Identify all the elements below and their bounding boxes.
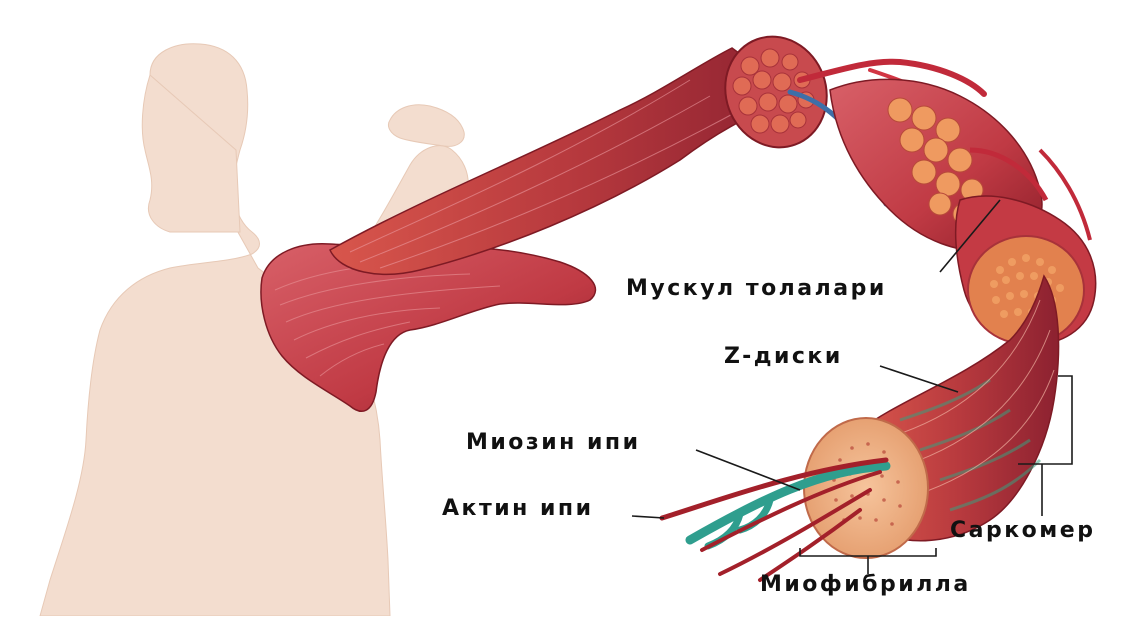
- fascicle-end: [710, 22, 842, 161]
- label-myofibril: Миофибрилла: [760, 572, 971, 598]
- label-actin-filament: Актин ипи: [442, 496, 594, 522]
- label-myosin-filament: Миозин ипи: [466, 430, 641, 456]
- label-sarcomere: Саркомер: [950, 518, 1095, 544]
- label-z-discs: Z-диски: [724, 344, 843, 370]
- label-muscle-fibers: Мускул толалари: [626, 276, 887, 302]
